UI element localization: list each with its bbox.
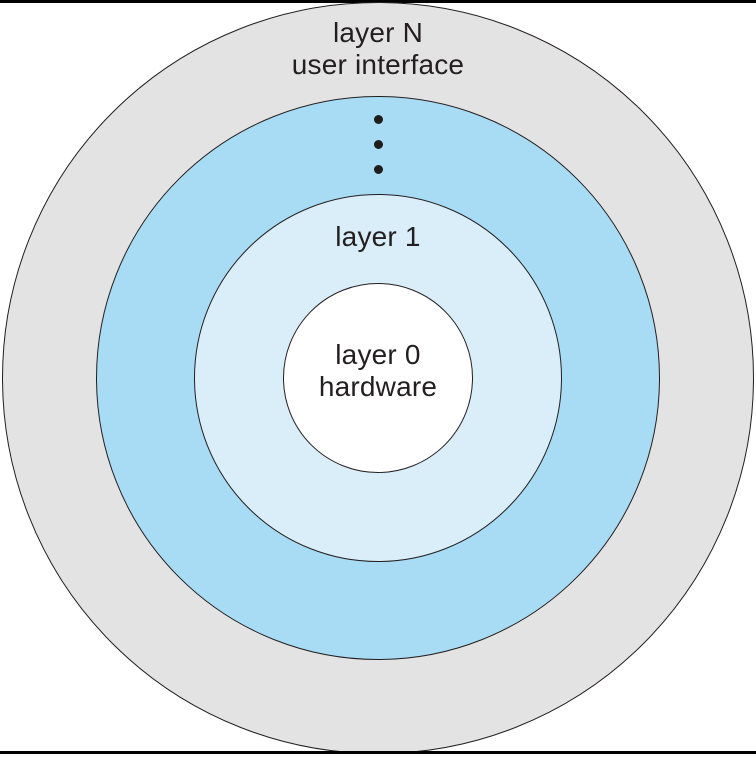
ring-layer-1: [194, 194, 562, 562]
top-rule: [0, 0, 756, 3]
ellipsis-dots: [0, 115, 756, 174]
layer-n-label-line1: layer N: [332, 17, 424, 48]
layer-0-label-line2: hardware: [318, 371, 438, 402]
layer-0-label: layer 0 hardware: [0, 339, 756, 403]
layer-n-label: layer N user interface: [0, 17, 756, 81]
ellipsis-dot: [373, 140, 383, 149]
bottom-rule: [0, 751, 756, 754]
ellipsis-dot: [373, 165, 383, 174]
layer-1-label: layer 1: [335, 221, 421, 252]
layer-0-label-line1: layer 0: [335, 339, 421, 370]
ellipsis-dot: [373, 115, 383, 124]
circle-layer-0: [283, 283, 473, 473]
layer-n-label-line2: user interface: [291, 49, 465, 80]
